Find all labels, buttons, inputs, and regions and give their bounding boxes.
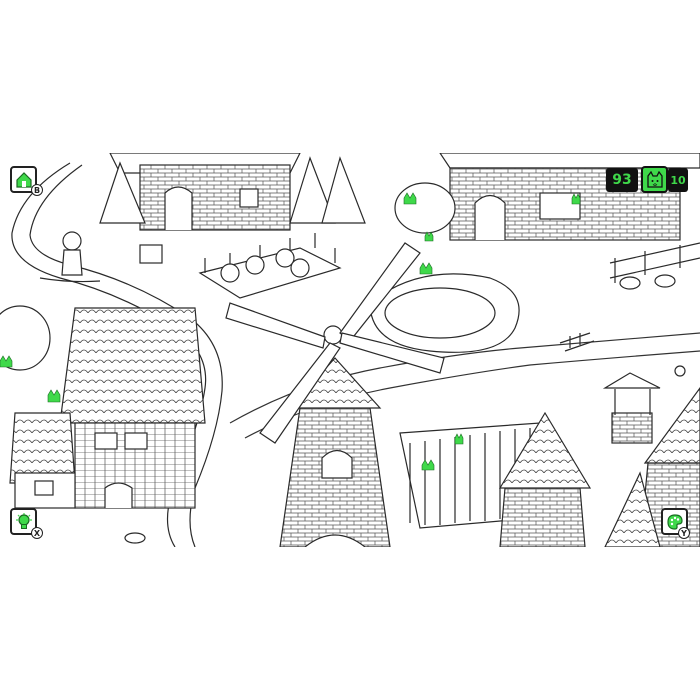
tower-right (498, 386, 700, 547)
found-cats (0, 192, 581, 471)
home-key-badge: B (31, 184, 43, 196)
house-top-left (109, 153, 301, 231)
cat-counter-icon-box (641, 166, 668, 193)
well (602, 372, 661, 444)
palette-key-badge: Y (678, 527, 690, 539)
cats-remaining-counter: 93 (606, 168, 638, 192)
hint-key-badge: X (31, 527, 43, 539)
found-cat (571, 193, 581, 205)
house-left (0, 305, 206, 509)
found-cat (47, 389, 61, 403)
pine-trees-top (99, 156, 366, 224)
hint-button[interactable] (10, 508, 37, 535)
house-top-right (394, 153, 700, 241)
cats-found-counter: 10 (668, 168, 688, 192)
found-cat (421, 459, 435, 471)
treasure-chest (139, 244, 163, 264)
palette-icon (666, 513, 683, 530)
animal-pen (609, 242, 700, 290)
found-cat (424, 231, 434, 242)
home-icon (15, 171, 32, 188)
found-cat (419, 262, 433, 275)
game-scene[interactable] (0, 153, 700, 547)
pond (369, 273, 520, 353)
cat-face-icon (646, 170, 663, 188)
lightbulb-icon (15, 512, 32, 529)
found-cat (403, 192, 417, 205)
windmill (225, 242, 445, 547)
vegetable-garden (198, 233, 342, 299)
found-cat (454, 433, 464, 445)
footbridge (559, 332, 595, 352)
found-cat (0, 355, 13, 368)
child-sitting (39, 231, 101, 283)
farm-village-illustration[interactable] (0, 153, 700, 547)
